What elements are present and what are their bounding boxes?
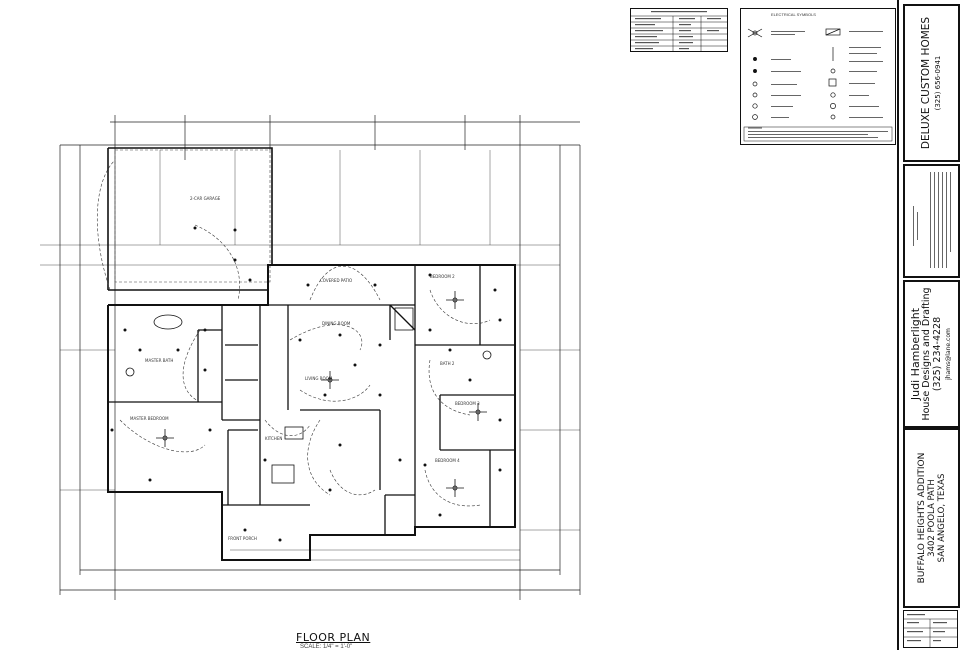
electrical-legend: ELECTRICAL SYMBOLS [740, 8, 896, 145]
svg-text:BEDROOM 3: BEDROOM 3 [455, 401, 480, 406]
svg-text:2-CAR GARAGE: 2-CAR GARAGE [190, 196, 221, 201]
svg-text:LIVING ROOM: LIVING ROOM [305, 376, 333, 381]
plan-scale: SCALE: 1/4" = 1'-0" [300, 644, 353, 650]
svg-text:BEDROOM 4: BEDROOM 4 [435, 458, 460, 463]
svg-text:COVERED PATIO: COVERED PATIO [320, 278, 352, 283]
svg-text:MASTER BATH: MASTER BATH [145, 358, 173, 363]
svg-text:MASTER BEDROOM: MASTER BEDROOM [130, 416, 169, 421]
designer-panel: Judi Hamberlight House Designs and Draft… [903, 280, 960, 428]
revision-grid [904, 614, 957, 647]
company-panel: DELUXE CUSTOM HOMES (325) 656-0941 [903, 4, 960, 162]
company-phone: (325) 656-0941 [933, 55, 942, 111]
svg-text:DINING ROOM: DINING ROOM [322, 321, 351, 326]
project-city: SAN ANGELO, TEXAS [936, 473, 947, 563]
project-panel: BUFFALO HEIGHTS ADDITION 3402 POOLA PATH… [903, 428, 960, 608]
company-name: DELUXE CUSTOM HOMES [919, 16, 932, 150]
designer-phone: (325) 234-4228 [931, 316, 943, 392]
project-address: 3402 POOLA PATH [926, 479, 937, 557]
notes-panel [903, 164, 960, 278]
notes-text-block [913, 172, 951, 268]
schedule-table [630, 8, 728, 52]
revision-panel [903, 610, 958, 648]
project-name: BUFFALO HEIGHTS ADDITION [916, 452, 927, 584]
designer-tagline: House Designs and Drafting [920, 287, 932, 421]
svg-text:FRONT PORCH: FRONT PORCH [228, 536, 257, 541]
svg-text:BEDROOM 2: BEDROOM 2 [430, 274, 455, 279]
designer-name: Judi Hamberlight [908, 307, 922, 401]
schedule-grid [631, 11, 727, 51]
designer-email: jhams@lane.com [944, 328, 952, 380]
electrical-legend-title: ELECTRICAL SYMBOLS [771, 12, 816, 17]
svg-text:KITCHEN: KITCHEN [265, 436, 282, 441]
plan-title: FLOOR PLAN [296, 631, 371, 644]
svg-text:BATH 2: BATH 2 [440, 361, 455, 366]
electrical-symbols [743, 28, 893, 142]
